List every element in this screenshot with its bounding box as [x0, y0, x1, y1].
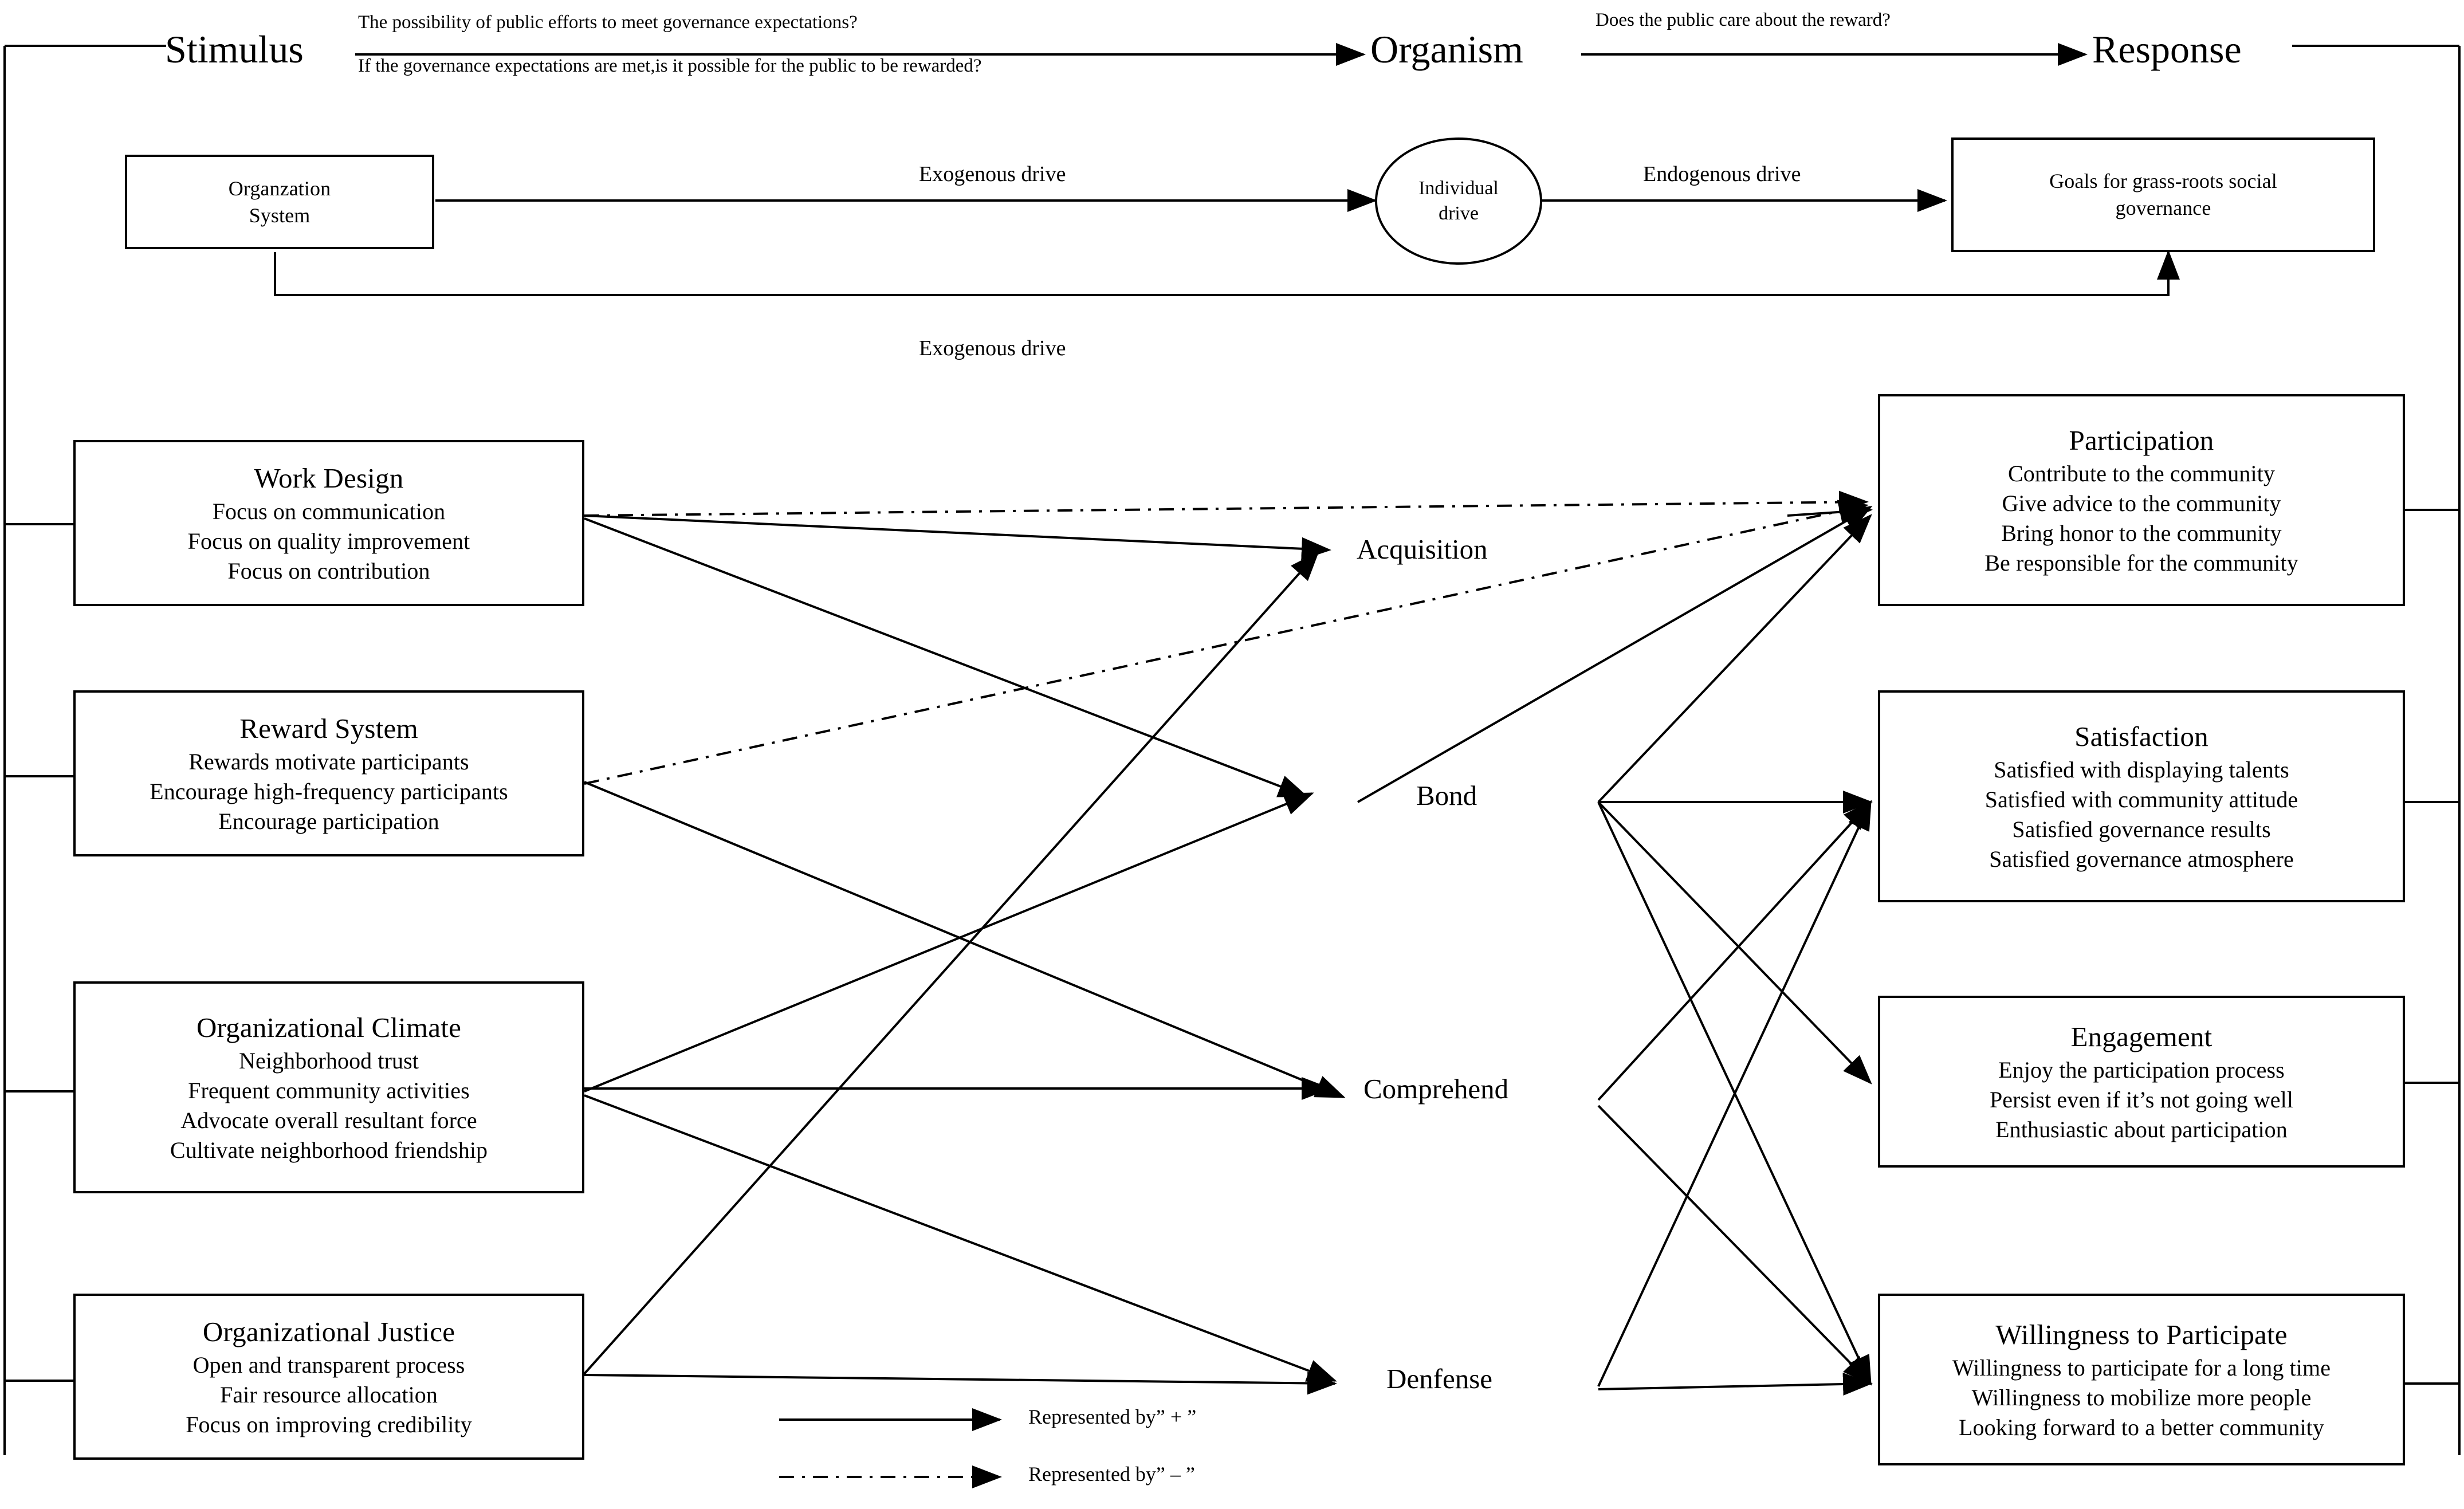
link-bond-participation: [1597, 514, 1872, 803]
participation-item-1: Contribute to the community: [2008, 460, 2275, 486]
reward-system-item-1: Rewards motivate participants: [188, 748, 469, 775]
work-design-item-1: Focus on communication: [212, 498, 446, 524]
node-organizational-climate[interactable]: Organizational Climate Neighborhood trus…: [73, 981, 584, 1193]
link-workdesign-bond: [584, 517, 1308, 797]
link-bond-denfense-willingness: [1597, 801, 1872, 1386]
node-goals-grassroots-governance[interactable]: Goals for grass-roots social governance: [1951, 137, 2375, 252]
org-justice-item-3: Focus on improving credibility: [186, 1411, 472, 1437]
legend-label-negative: Represented by” – ”: [1028, 1463, 1195, 1486]
individual-drive-line-1: Individual: [1418, 177, 1499, 199]
satisfaction-title: Satisfaction: [2074, 721, 2208, 753]
satisfaction-item-3: Satisfied governance results: [2012, 816, 2271, 842]
org-climate-item-2: Frequent community activities: [188, 1077, 470, 1103]
satisfaction-item-1: Satisfied with displaying talents: [1994, 756, 2289, 783]
reward-system-title: Reward System: [239, 713, 418, 745]
reward-system-item-2: Encourage high-frequency participants: [150, 778, 508, 804]
satisfaction-item-4: Satisfied governance atmosphere: [1989, 846, 2294, 872]
node-reward-system[interactable]: Reward System Rewards motivate participa…: [73, 690, 584, 856]
participation-item-2: Give advice to the community: [2002, 490, 2281, 516]
org-system-line-2: System: [249, 203, 311, 227]
node-satisfaction[interactable]: Satisfaction Satisfied with displaying t…: [1878, 690, 2405, 902]
question-meet-expectations: The possibility of public efforts to mee…: [358, 12, 858, 33]
label-exogenous-drive-bottom: Exogenous drive: [919, 336, 1066, 360]
link-rewardsystem-comprehend: [584, 781, 1346, 1098]
link-comprehend-satisfaction: [1597, 800, 1872, 1101]
org-justice-title: Organizational Justice: [202, 1316, 455, 1348]
link-rewardsystem-participation-negative: [584, 500, 1869, 785]
node-participation[interactable]: Participation Contribute to the communit…: [1878, 394, 2405, 606]
node-work-design[interactable]: Work Design Focus on communication Focus…: [73, 440, 584, 606]
satisfaction-item-2: Satisfied with community attitude: [1984, 786, 2298, 812]
mediator-bond: Bond: [1416, 780, 1477, 811]
link-denfense-willingness: [1598, 1373, 1873, 1396]
label-exogenous-drive-top: Exogenous drive: [919, 162, 1066, 186]
header-stimulus: Stimulus: [165, 27, 304, 71]
link-denfense-satisfaction: [1597, 800, 1872, 1387]
node-individual-drive[interactable]: Individual drive: [1375, 137, 1542, 265]
engagement-title: Engagement: [2070, 1021, 2213, 1053]
org-justice-item-1: Open and transparent process: [192, 1351, 465, 1378]
question-public-rewarded: If the governance expectations are met,i…: [358, 56, 982, 76]
link-comprehend-willingness: [1597, 1105, 1872, 1385]
node-organizational-justice[interactable]: Organizational Justice Open and transpar…: [73, 1294, 584, 1460]
link-orgjustice-denfense: [584, 1372, 1337, 1395]
mediator-comprehend: Comprehend: [1363, 1073, 1509, 1105]
node-organization-system[interactable]: Organzation System: [125, 155, 434, 249]
reward-system-item-3: Encourage participation: [218, 808, 439, 834]
org-justice-item-2: Fair resource allocation: [219, 1381, 438, 1408]
willingness-item-1: Willingness to participate for a long ti…: [1952, 1354, 2331, 1381]
link-workdesign-participation-negative: [584, 490, 1869, 517]
engagement-item-2: Persist even if it’s not going well: [1989, 1086, 2294, 1113]
link-workdesign-acquisition: [584, 514, 1331, 560]
link-orgjustice-acquisition: [583, 551, 1319, 1375]
org-climate-item-1: Neighborhood trust: [239, 1047, 419, 1074]
node-willingness-to-participate[interactable]: Willingness to Participate Willingness t…: [1878, 1294, 2405, 1465]
org-climate-title: Organizational Climate: [196, 1012, 462, 1044]
legend-label-positive: Represented by” + ”: [1028, 1405, 1197, 1428]
org-system-line-1: Organzation: [228, 176, 331, 200]
org-climate-item-4: Cultivate neighborhood friendship: [170, 1137, 488, 1163]
work-design-item-2: Focus on quality improvement: [187, 528, 470, 554]
exogenous-drive-loop-arrow: [274, 250, 2180, 296]
individual-drive-line-2: drive: [1439, 203, 1479, 224]
link-top-participation-feed: [1787, 500, 1873, 524]
mediator-acquisition: Acquisition: [1357, 533, 1488, 565]
mediator-denfense: Denfense: [1386, 1363, 1493, 1394]
header-organism: Organism: [1370, 27, 1523, 71]
participation-title: Participation: [2069, 425, 2214, 457]
willingness-item-3: Looking forward to a better community: [1959, 1414, 2324, 1440]
node-engagement[interactable]: Engagement Enjoy the participation proce…: [1878, 996, 2405, 1168]
goals-line-2: governance: [2115, 197, 2211, 219]
participation-item-4: Be responsible for the community: [1984, 549, 2298, 576]
engagement-item-1: Enjoy the participation process: [1998, 1056, 2285, 1083]
link-bond-engagement: [1597, 801, 1872, 1084]
org-climate-item-3: Advocate overall resultant force: [180, 1107, 477, 1133]
goals-line-1: Goals for grass-roots social: [2049, 170, 2277, 193]
link-orgclimate-bond: [584, 792, 1314, 1093]
willingness-title: Willingness to Participate: [1995, 1319, 2288, 1351]
participation-item-3: Bring honor to the community: [2001, 520, 2282, 546]
link-orgclimate-denfense: [584, 1094, 1337, 1382]
question-care-about-reward: Does the public care about the reward?: [1595, 10, 1891, 30]
header-response: Response: [2092, 27, 2242, 71]
willingness-item-2: Willingness to mobilize more people: [1971, 1384, 2312, 1410]
work-design-item-3: Focus on contribution: [227, 557, 430, 584]
engagement-item-3: Enthusiastic about participation: [1995, 1116, 2288, 1142]
label-endogenous-drive: Endogenous drive: [1643, 162, 1801, 186]
work-design-title: Work Design: [254, 462, 404, 494]
